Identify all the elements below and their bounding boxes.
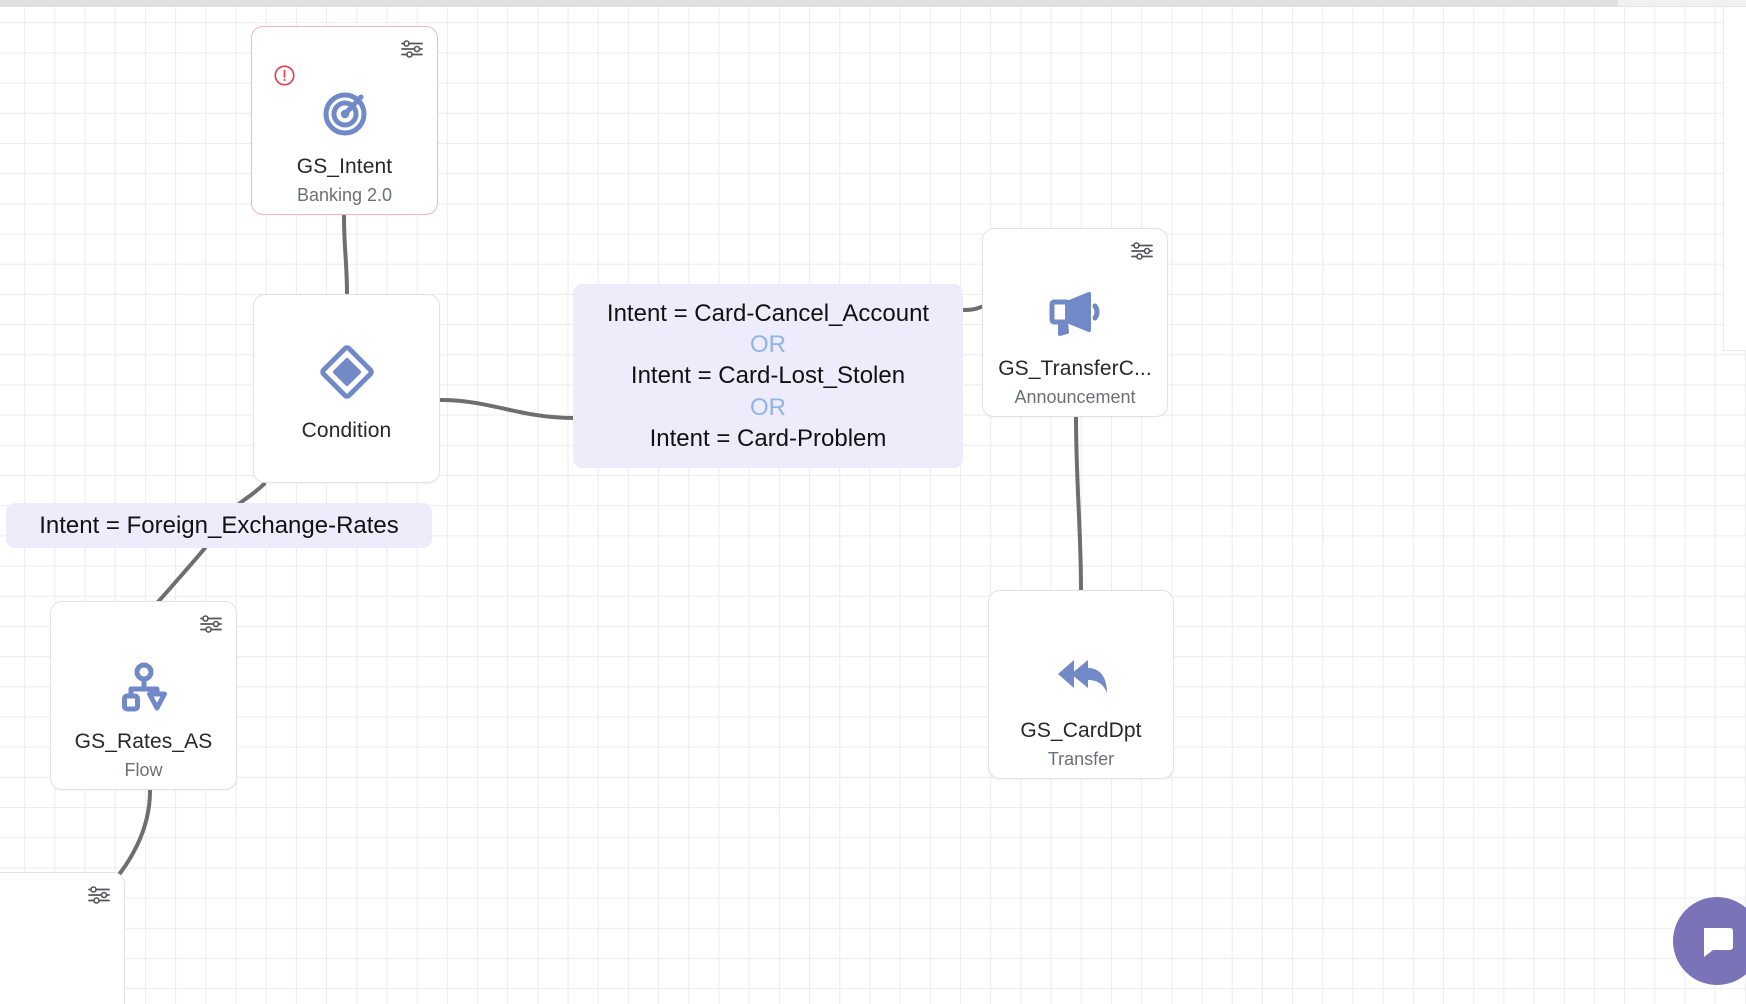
horizontal-scrollbar-thumb[interactable] (0, 0, 1618, 7)
settings-sliders-icon[interactable] (400, 39, 424, 59)
node-title: Condition (301, 419, 392, 442)
node-title: GS_TransferC... (998, 357, 1152, 380)
node-condition[interactable]: Condition (253, 294, 440, 483)
condition-or-2: OR (750, 393, 786, 421)
edge-transfer-to-carddpt (1074, 416, 1083, 592)
edge-fx-label-to-rates (156, 546, 207, 604)
settings-sliders-icon[interactable] (1130, 241, 1154, 261)
edge-card-label-to-transfer (961, 304, 986, 312)
flow-hierarchy-icon (115, 658, 173, 716)
megaphone-icon (1046, 285, 1104, 343)
edge-condition-to-card-label (439, 398, 576, 420)
condition-line-1: Intent = Card-Cancel_Account (606, 300, 930, 327)
node-gs-card-dpt[interactable]: GS_CardDpt Transfer (988, 590, 1174, 779)
edge-intent-to-condition (342, 214, 349, 296)
horizontal-scrollbar[interactable] (0, 0, 1746, 7)
node-subtitle: Banking 2.0 (296, 185, 393, 205)
condition-line-3: Intent = Card-Problem (649, 424, 887, 452)
node-title: GS_Intent (296, 155, 393, 178)
target-icon (316, 83, 374, 141)
condition-line-2: Intent = Card-Lost_Stolen (630, 362, 906, 390)
chat-bubble-icon (1696, 920, 1738, 962)
node-title: GS_Rates_AS (74, 730, 213, 753)
node-gs-transfer-c[interactable]: GS_TransferC... Announcement (982, 228, 1168, 417)
error-alert-icon (274, 65, 295, 86)
edge-label-card-conditions[interactable]: Intent = Card-Cancel_Account OR Intent =… (573, 284, 963, 468)
fx-condition-line: Intent = Foreign_Exchange-Rates (39, 511, 399, 539)
chat-widget-button[interactable] (1673, 897, 1746, 985)
settings-sliders-icon[interactable] (87, 885, 111, 905)
edge-label-fx-condition[interactable]: Intent = Foreign_Exchange-Rates (6, 503, 432, 548)
node-subtitle: Announcement (1014, 387, 1136, 407)
node-subtitle: Flow (124, 760, 163, 780)
node-title: GS_CardDpt (1020, 719, 1142, 742)
settings-sliders-icon[interactable] (199, 614, 223, 634)
diamond-icon (318, 343, 376, 401)
node-gs-intent[interactable]: GS_Intent Banking 2.0 (251, 26, 438, 215)
node-gs-rates-as[interactable]: GS_Rates_AS Flow (50, 601, 237, 790)
right-side-panel (1723, 7, 1746, 351)
reply-all-icon (1052, 647, 1110, 705)
node-subtitle: Transfer (1047, 749, 1115, 769)
node-partial-offscreen[interactable] (0, 872, 125, 1004)
condition-or-1: OR (750, 331, 786, 359)
